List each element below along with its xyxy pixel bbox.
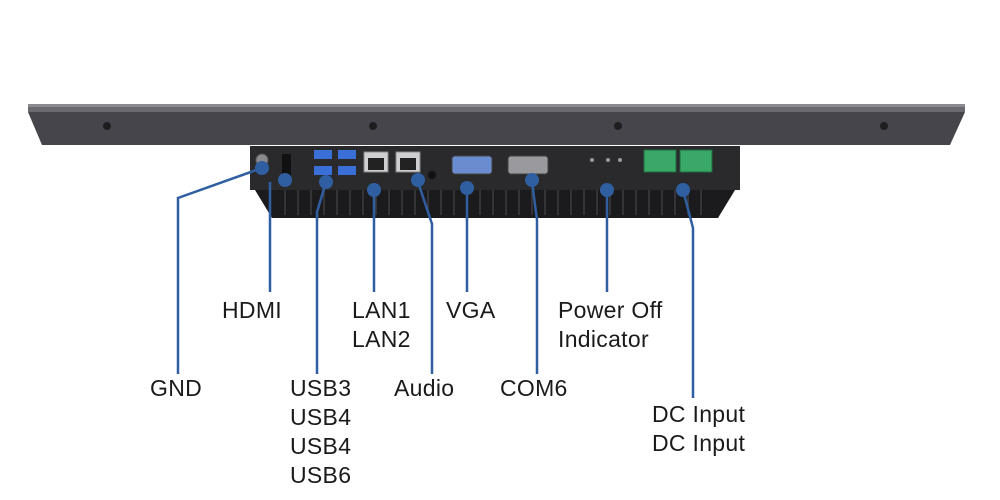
label-lan: LAN1 LAN2: [352, 296, 411, 354]
label-gnd-text: GND: [150, 375, 203, 401]
heatsink-fins: [255, 190, 735, 218]
bezel-screws: [103, 122, 888, 130]
label-vga-text: VGA: [446, 297, 496, 323]
label-usb-2: USB4: [290, 404, 352, 430]
label-dc-input: DC Input DC Input: [652, 400, 745, 458]
label-audio-text: Audio: [394, 375, 455, 401]
power-off-indicator-led: [590, 158, 622, 162]
vga-port: [451, 155, 493, 175]
label-hdmi: HDMI: [222, 296, 282, 325]
label-usb: USB3 USB4 USB4 USB6: [290, 374, 351, 490]
leader-com6: [530, 181, 539, 374]
label-vga: VGA: [446, 296, 495, 325]
label-gnd: GND: [150, 374, 202, 403]
leader-audio: [416, 181, 434, 374]
label-power-off-2: Indicator: [558, 326, 649, 352]
label-power-off-indicator: Power Off Indicator: [558, 296, 663, 354]
label-lan-2: LAN2: [352, 326, 411, 352]
leader-dc: [681, 189, 695, 398]
label-usb-1: USB3: [290, 375, 352, 401]
marker-dots: [255, 161, 690, 197]
panel-bezel: [28, 104, 965, 145]
label-hdmi-text: HDMI: [222, 297, 282, 323]
leader-gnd: [176, 166, 263, 374]
label-audio: Audio: [394, 374, 454, 403]
label-lan-1: LAN1: [352, 297, 411, 323]
dc-input-terminals: [643, 149, 713, 173]
label-dc-input-1: DC Input: [652, 401, 746, 427]
leader-usb: [315, 181, 328, 374]
lan-ports: [363, 151, 421, 173]
leader-lines: [176, 166, 695, 398]
com6-port: [507, 155, 549, 175]
label-com6: COM6: [500, 374, 568, 403]
label-com6-text: COM6: [500, 375, 568, 401]
label-power-off-1: Power Off: [558, 297, 663, 323]
label-usb-3: USB4: [290, 433, 352, 459]
hdmi-port: [282, 154, 291, 176]
label-usb-4: USB6: [290, 462, 352, 488]
label-dc-input-2: DC Input: [652, 430, 746, 456]
audio-jack: [428, 171, 436, 179]
usb-ports: [314, 150, 356, 175]
